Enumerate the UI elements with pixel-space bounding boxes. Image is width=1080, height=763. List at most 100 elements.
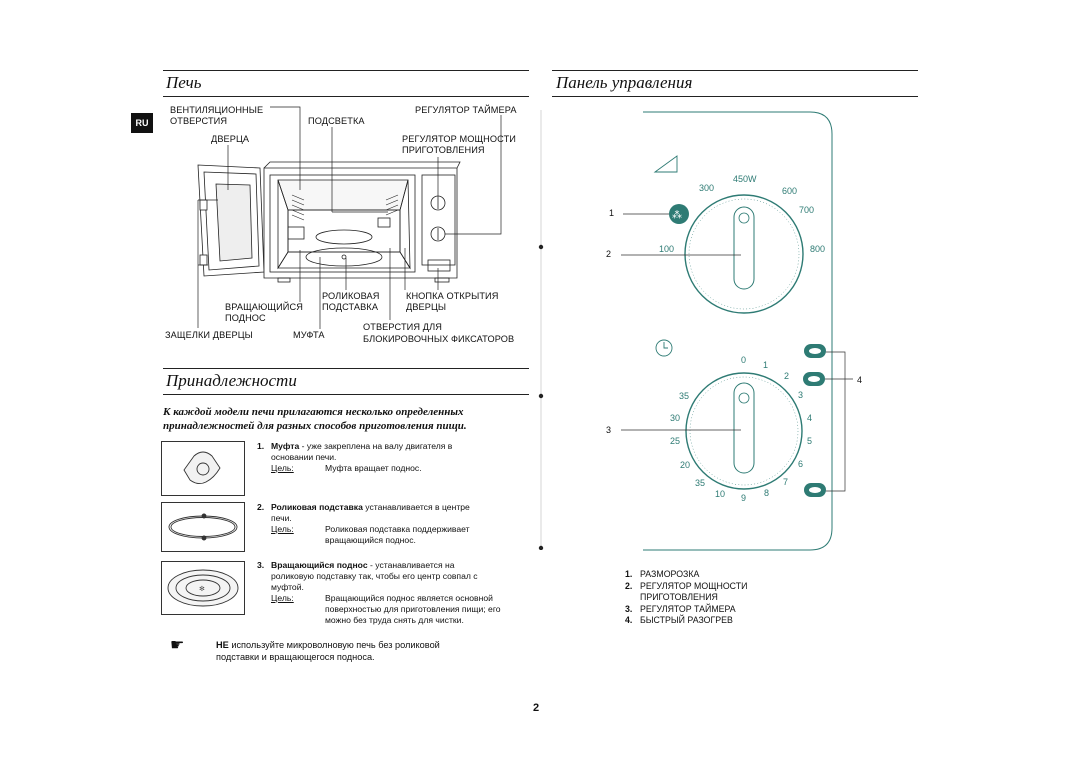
label-door-latches: ЗАЩЕЛКИ ДВЕРЦЫ — [165, 330, 253, 340]
accessory-3-goal-2: поверхностью для приготовления пищи; его — [325, 604, 501, 614]
legend-3-text: РЕГУЛЯТОР ТАЙМЕРА — [640, 603, 736, 614]
pointing-hand-icon: ☛ — [170, 637, 185, 654]
label-open-button-1: КНОПКА ОТКРЫТИЯ — [406, 291, 499, 301]
accessories-section-title: Принадлежности — [166, 371, 297, 390]
timer-label-8: 8 — [764, 488, 769, 498]
timer-label-2: 2 — [784, 371, 789, 381]
legend-4-text: БЫСТРЫЙ РАЗОГРЕВ — [640, 615, 733, 625]
accessories-rule-top — [163, 368, 529, 369]
callout-3: 3 — [606, 425, 612, 435]
svg-text:✻: ✻ — [199, 585, 205, 593]
label-coupler: МУФТА — [293, 330, 325, 340]
label-turntable-1: ВРАЩАЮЩИЙСЯ — [225, 302, 303, 312]
oven-title-rule-bottom — [163, 96, 529, 97]
label-roller-1: РОЛИКОВАЯ — [322, 291, 380, 301]
timer-label-6: 6 — [798, 459, 803, 469]
accessory-2-goal-2: вращающийся поднос. — [325, 535, 416, 545]
accessory-2-desc-2: печи. — [271, 513, 292, 523]
control-legend: 1. РАЗМОРОЗКА 2. РЕГУЛЯТОР МОЩНОСТИ ПРИГОТ… — [625, 569, 747, 627]
timer-label-15: 35 — [695, 478, 705, 488]
accessory-3-goal-3: можно без труда снять для чистки. — [325, 615, 464, 625]
label-door: ДВЕРЦА — [211, 134, 250, 144]
coupler-image — [161, 441, 245, 496]
oven-title-rule-top — [163, 70, 529, 71]
legend-4-num: 4. — [625, 615, 633, 625]
warning-note: НЕ используйте микроволновую печь без ро… — [216, 639, 516, 663]
label-roller-2: ПОДСТАВКА — [322, 302, 379, 312]
timer-label-1: 1 — [763, 360, 768, 370]
accessory-1-name: Муфта — [271, 441, 300, 451]
accessory-1-goal-label: Цель: — [271, 463, 294, 473]
legend-3-num: 3. — [625, 603, 633, 614]
warning-note-line-1: используйте микроволновую печь без ролик… — [228, 640, 440, 650]
microwave-oven-illustration — [197, 106, 502, 329]
timer-label-4: 4 — [807, 413, 812, 423]
timer-label-3: 3 — [798, 390, 803, 400]
label-power-regulator-1: РЕГУЛЯТОР МОЩНОСТИ — [402, 134, 516, 144]
accessory-1-desc-2: основании печи. — [271, 452, 337, 462]
legend-2-text-2: ПРИГОТОВЛЕНИЯ — [640, 592, 718, 602]
label-lock-holes-1: ОТВЕРСТИЯ ДЛЯ — [363, 322, 442, 332]
accessory-2-name: Роликовая подставка — [271, 502, 363, 512]
accessory-2-goal-1: Роликовая подставка поддерживает — [325, 524, 470, 534]
accessory-2-goal-label: Цель: — [271, 524, 294, 534]
control-panel-section-title: Панель управления — [556, 73, 693, 92]
accessory-3-desc: - устанавливается на — [367, 560, 455, 570]
column-divider — [538, 110, 544, 550]
oven-section-title: Печь — [166, 73, 202, 92]
dial-numerals: 300 450W 600 700 800 100 0 1 2 3 4 5 6 7… — [659, 174, 825, 503]
legend-1-text: РАЗМОРОЗКА — [640, 569, 700, 579]
timer-label-30: 30 — [670, 413, 680, 423]
power-label-700: 700 — [799, 205, 814, 215]
accessory-1-text: 1. Муфта - уже закреплена на валу двигате… — [257, 441, 532, 474]
timer-label-10: 10 — [715, 489, 725, 499]
accessory-3-num: 3. — [257, 560, 265, 570]
roller-ring-image — [161, 502, 245, 552]
accessories-rule-bottom — [163, 394, 529, 395]
control-panel-illustration: ⁂ — [621, 111, 853, 551]
accessories-intro: К каждой модели печи прилагаются несколь… — [163, 406, 467, 432]
warning-note-bold: НЕ — [216, 640, 229, 650]
power-label-600: 600 — [782, 186, 797, 196]
power-label-100: 100 — [659, 244, 674, 254]
label-lock-holes-2: БЛОКИРОВОЧНЫХ ФИКСАТОРОВ — [363, 334, 515, 344]
control-title-rule-bottom — [552, 96, 918, 97]
timer-label-7: 7 — [783, 477, 788, 487]
accessory-1-num: 1. — [257, 441, 265, 451]
label-power-regulator-2: ПРИГОТОВЛЕНИЯ — [402, 145, 485, 155]
timer-label-35: 35 — [679, 391, 689, 401]
turntable-image: ✻ — [161, 561, 245, 615]
label-vents-1: ВЕНТИЛЯЦИОННЫЕ — [170, 105, 264, 115]
language-badge: RU — [131, 113, 153, 133]
power-label-800: 800 — [810, 244, 825, 254]
power-label-450: 450W — [733, 174, 757, 184]
accessory-1-goal: Муфта вращает поднос. — [325, 463, 422, 473]
label-vents-2: ОТВЕРСТИЯ — [170, 116, 228, 126]
accessory-2-num: 2. — [257, 502, 265, 512]
svg-text:⁂: ⁂ — [672, 209, 682, 221]
accessory-3-goal-1: Вращающийся поднос является основной — [325, 593, 493, 603]
accessory-3-goal-label: Цель: — [271, 593, 294, 603]
accessory-3-text: 3. Вращающийся поднос - устанавливается н… — [257, 560, 532, 626]
legend-2-text: РЕГУЛЯТОР МОЩНОСТИ — [640, 580, 748, 591]
timer-label-5: 5 — [807, 436, 812, 446]
timer-label-20: 20 — [680, 460, 690, 470]
warning-note-line-2: подставки и вращающегося подноса. — [216, 652, 375, 662]
accessory-2-text: 2. Роликовая подставка устанавливается в … — [257, 502, 532, 546]
accessory-3-desc-3: муфтой. — [271, 582, 304, 592]
timer-label-0: 0 — [741, 355, 746, 365]
control-title-rule-top — [552, 70, 918, 71]
accessory-3-name: Вращающийся поднос — [271, 560, 368, 570]
legend-1-num: 1. — [625, 569, 633, 579]
callout-2: 2 — [606, 249, 612, 259]
label-timer-regulator: РЕГУЛЯТОР ТАЙМЕРА — [415, 105, 517, 115]
label-turntable-2: ПОДНОС — [225, 313, 266, 323]
accessory-1-desc: - уже закреплена на валу двигателя в — [299, 441, 453, 451]
legend-2-num: 2. — [625, 580, 633, 591]
timer-label-25: 25 — [670, 436, 680, 446]
callout-4: 4 — [857, 375, 863, 385]
power-label-300: 300 — [699, 183, 714, 193]
label-open-button-2: ДВЕРЦЫ — [406, 302, 447, 312]
timer-label-9: 9 — [741, 493, 746, 503]
accessory-2-desc: устанавливается в центре — [362, 502, 470, 512]
